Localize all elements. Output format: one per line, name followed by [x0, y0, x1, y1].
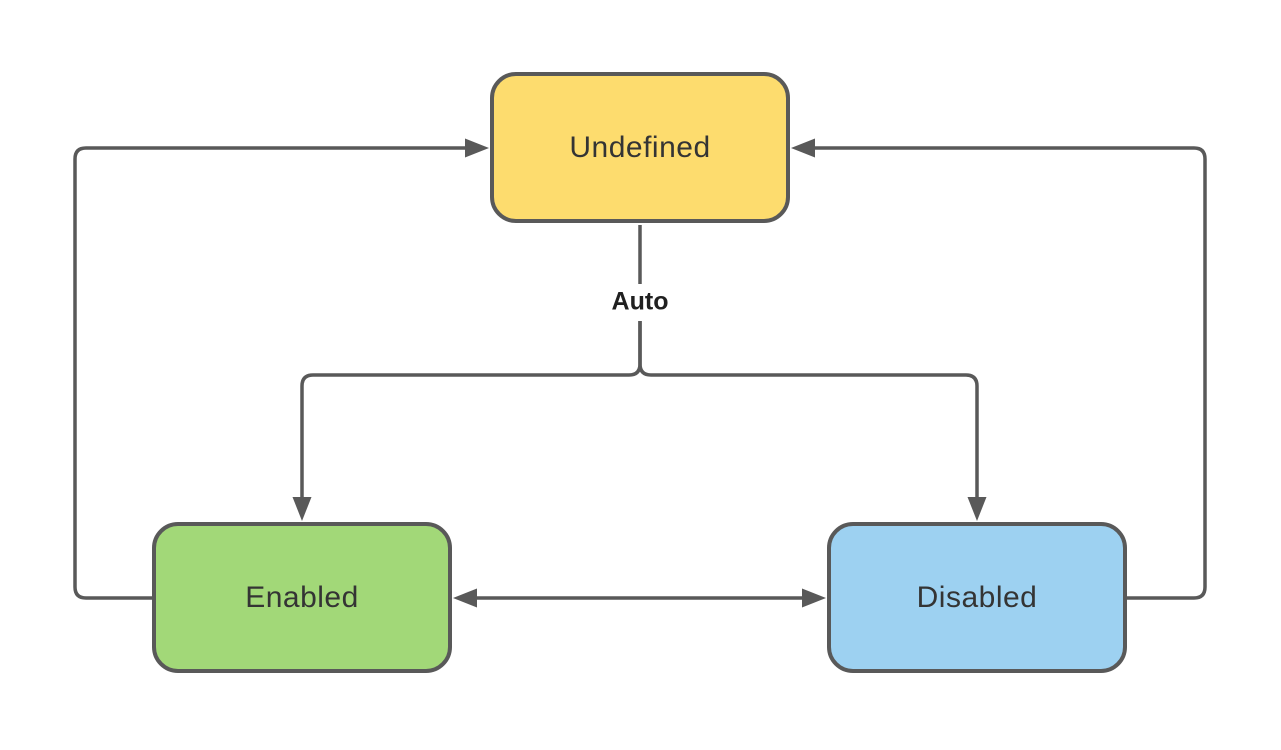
node-enabled-label: Enabled [245, 580, 359, 614]
arrowhead-into-enabled-top [292, 497, 312, 521]
edge-auto-branch-right [638, 321, 979, 497]
edge-label-auto: Auto [605, 285, 675, 319]
node-undefined: Undefined [490, 72, 790, 223]
edge-enabled-to-undefined [73, 146, 465, 600]
arrowhead-into-undefined-left [465, 138, 489, 158]
node-disabled-label: Disabled [916, 580, 1038, 614]
arrowhead-into-disabled-left [802, 588, 826, 608]
arrowhead-into-disabled-top [967, 497, 987, 521]
arrowhead-into-enabled-right [453, 588, 477, 608]
node-undefined-label: Undefined [569, 130, 711, 164]
node-disabled: Disabled [827, 522, 1127, 673]
arrowhead-into-undefined-right [791, 138, 815, 158]
edge-disabled-to-undefined [815, 146, 1207, 600]
node-enabled: Enabled [152, 522, 452, 673]
edge-auto-branch-left [300, 321, 642, 497]
